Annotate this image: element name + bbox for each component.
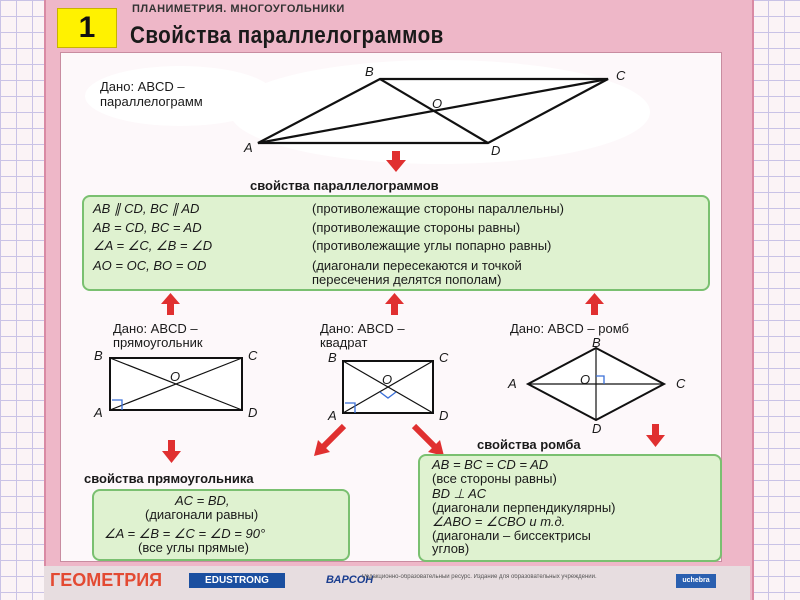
rhombus-prop-5: ∠ABO = ∠CBO и т.д. xyxy=(432,514,566,529)
arrow-up-square-head xyxy=(385,293,404,304)
rhombus-props-box xyxy=(418,454,722,562)
arrow-down-rect xyxy=(168,440,175,452)
main-label-c: C xyxy=(616,68,626,83)
rhombus-label-a: A xyxy=(508,376,517,391)
given-cloud xyxy=(85,66,275,126)
arrow-down-main-head xyxy=(386,160,406,172)
properties-box xyxy=(82,195,710,291)
square-given-line2: квадрат xyxy=(320,335,368,350)
property-formula-1: AB ∥ CD, BC ∥ AD xyxy=(93,201,200,216)
property-desc-3: (противолежащие углы попарно равны) xyxy=(312,238,552,253)
rect-prop-4: (все углы прямые) xyxy=(138,540,249,555)
rhombus-prop-2: (все стороны равны) xyxy=(432,471,557,486)
arrow-down-main xyxy=(392,151,400,161)
square-perpendicular-mark xyxy=(379,391,397,399)
rhombus-prop-3: BD ⊥ AC xyxy=(432,486,487,501)
square-label-o: O xyxy=(382,372,393,387)
footer-bar xyxy=(44,566,750,600)
main-label-b: B xyxy=(365,64,374,79)
rect-prop-1: AC = BD, xyxy=(175,493,230,508)
square-label-b: B xyxy=(328,350,337,365)
rect-label-b: B xyxy=(94,348,103,363)
arrow-up-rect xyxy=(167,303,174,315)
rhombus-prop-1: AB = BC = CD = AD xyxy=(432,457,549,472)
main-given-line2: параллелограмм xyxy=(100,94,203,109)
property-formula-2: AB = CD, BC = AD xyxy=(93,220,202,235)
rect-heading: свойства прямоугольника xyxy=(84,471,254,486)
property-formula-3: ∠A = ∠C, ∠B = ∠D xyxy=(93,238,213,253)
rect-props-box xyxy=(92,489,350,561)
rectangle-right-angle-mark xyxy=(112,399,123,410)
property-desc-1: (противолежащие стороны параллельны) xyxy=(312,201,564,216)
main-label-a: A xyxy=(244,140,253,155)
arrow-down-rhombus-head xyxy=(646,435,665,447)
rhombus-label-c: C xyxy=(676,376,686,391)
rect-label-o: O xyxy=(170,369,181,384)
page-title: Свойства параллелограммов xyxy=(130,22,444,49)
square-diagonals xyxy=(342,360,434,414)
rectangle-diagonals xyxy=(109,357,243,411)
property-desc-2: (противолежащие стороны равны) xyxy=(312,220,521,235)
property-desc-4: (диагонали пересекаются и точкой xyxy=(312,258,522,273)
rhombus-label-o: O xyxy=(580,372,591,387)
rect-prop-2: (диагонали равны) xyxy=(145,507,259,522)
rhombus-prop-6: (диагонали – биссектрисы xyxy=(432,528,591,543)
footer-subject: ГЕОМЕТРИЯ xyxy=(50,570,163,590)
footer-publisher: ВАРСОН xyxy=(326,574,374,586)
rect-given-line2: прямоугольник xyxy=(113,335,203,350)
rhombus-diagonals xyxy=(528,348,664,420)
rect-label-a: A xyxy=(94,405,103,420)
rhombus-heading: свойства ромба xyxy=(477,437,581,452)
parallelogram-diagonal-bd xyxy=(379,78,489,144)
arrow-up-rhombus-head xyxy=(585,293,604,304)
rhombus-prop-7: углов) xyxy=(432,541,470,556)
main-given-line1: Дано: ABCD – xyxy=(100,79,185,94)
main-label-o: O xyxy=(432,96,443,111)
rect-label-d: D xyxy=(248,405,258,420)
rhombus-prop-4: (диагонали перпендикулярны) xyxy=(432,500,616,515)
square-right-angle-mark xyxy=(345,402,356,413)
square-given-line1: Дано: ABCD – xyxy=(320,321,405,336)
square-label-d: D xyxy=(439,408,449,423)
arrow-square-left-head xyxy=(314,440,330,456)
arrow-down-rhombus xyxy=(652,424,659,436)
property-formula-4: AO = OC, BO = OD xyxy=(93,258,207,273)
arrow-up-rect-head xyxy=(161,293,180,304)
footer-logo: uchebra xyxy=(676,574,716,588)
rhombus-given: Дано: ABCD – ромб xyxy=(510,321,629,336)
main-label-d: D xyxy=(491,143,501,158)
number-badge: 1 xyxy=(57,8,117,48)
arrow-down-rect-head xyxy=(162,451,181,463)
rect-prop-3: ∠A = ∠B = ∠C = ∠D = 90° xyxy=(104,526,266,541)
rhombus-label-b: B xyxy=(592,335,601,350)
main-figure-cloud xyxy=(230,60,650,164)
property-desc-4b: пересечения делятся пополам) xyxy=(312,272,502,287)
rhombus-right-angle-mark xyxy=(596,375,605,384)
arrow-square-right xyxy=(411,423,439,451)
square-label-c: C xyxy=(439,350,449,365)
rect-given-line1: Дано: ABCD – xyxy=(113,321,198,336)
arrow-square-left xyxy=(319,423,347,451)
arrow-up-rhombus xyxy=(591,303,598,315)
arrow-square-right-head xyxy=(428,440,444,456)
parallelogram-figure xyxy=(257,77,609,145)
footer-fine-print: Редакционно-образовательный ресурс. Изда… xyxy=(362,574,597,580)
square-label-a: A xyxy=(328,408,337,423)
footer-brand: EDUSTRONG xyxy=(189,573,285,588)
arrow-up-square xyxy=(391,303,398,315)
properties-heading: свойства параллелограммов xyxy=(250,178,439,193)
page-subtitle: ПЛАНИМЕТРИЯ. МНОГОУГОЛЬНИКИ xyxy=(132,3,345,15)
rhombus-label-d: D xyxy=(592,421,602,436)
arrows xyxy=(161,151,665,463)
rect-label-c: C xyxy=(248,348,258,363)
